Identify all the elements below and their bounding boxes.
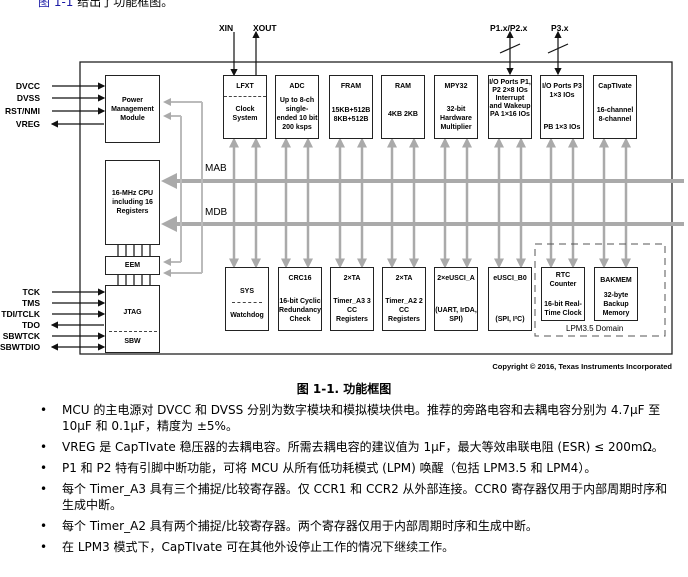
list-item: •每个 Timer_A2 具有两个捕捉/比较寄存器。两个寄存器仅用于内部周期时序… — [40, 519, 538, 533]
intro-text: 图 1-1 给出了功能框图。 — [38, 0, 173, 10]
chip-outline — [79, 61, 673, 355]
pin-sbwtck: SBWTCK — [2, 331, 40, 341]
pin-tdi-tclk: TDI/TCLK — [1, 309, 40, 319]
mdb-label: MDB — [205, 207, 228, 218]
block-io-p1p2: I/O Ports P1, P2 2×8 IOs Interrupt and W… — [488, 75, 532, 139]
list-item: •MCU 的主电源对 DVCC 和 DVSS 分别为数字模块和模拟模块供电。推荐… — [40, 403, 661, 433]
pin-p1p2: P1.x/P2.x — [490, 23, 528, 33]
pin-vreg: VREG — [15, 119, 40, 129]
pin-dvss: DVSS — [16, 93, 40, 103]
mab-label: MAB — [205, 163, 227, 174]
block-eem: EEM — [105, 256, 160, 275]
pin-xout: XOUT — [253, 23, 277, 33]
block-euscib: eUSCI_B0(SPI, I²C) — [488, 267, 532, 331]
list-item: •每个 Timer_A3 具有三个捕捉/比较寄存器。仅 CCR1 和 CCR2 … — [40, 482, 668, 512]
block-cpu: 16-MHz CPU including 16 Registers — [105, 160, 160, 245]
list-item: •P1 和 P2 特有引脚中断功能，可将 MCU 从所有低功耗模式 (LPM) … — [40, 461, 597, 475]
intro-rest: 给出了功能框图。 — [77, 0, 174, 9]
copyright: Copyright © 2016, Texas Instruments Inco… — [492, 362, 672, 371]
figure-caption: 图 1-1. 功能框图 — [296, 382, 392, 396]
pin-tdo: TDO — [22, 320, 40, 330]
pin-xin: XIN — [219, 23, 234, 33]
pin-sbwtdio: SBWTDIO — [0, 342, 41, 352]
block-pmm: Power Management Module — [105, 75, 160, 143]
lpm35-domain-label: LPM3.5 Domain — [566, 324, 624, 333]
pin-dvcc: DVCC — [15, 81, 40, 91]
pin-tms: TMS — [22, 298, 40, 308]
figure-ref-link[interactable]: 图 1-1 — [38, 0, 74, 9]
block-euscia: 2×eUSCI_A(UART, IrDA, SPI) — [434, 267, 478, 331]
notes-list: •MCU 的主电源对 DVCC 和 DVSS 分别为数字模块和模拟模块供电。推荐… — [38, 402, 678, 560]
list-item: •VREG 是 CapTIvate 稳压器的去耦电容。所需去耦电容的建议值为 1… — [40, 440, 664, 454]
pin-p3: P3.x — [551, 23, 569, 33]
list-item: •在 LPM3 模式下，CapTIvate 可在其他外设停止工作的情况下继续工作… — [40, 540, 455, 554]
pin-rst-nmi: RST/NMI — [5, 106, 40, 116]
pin-tck: TCK — [22, 287, 40, 297]
diagram-lines — [50, 30, 684, 355]
lpm35-domain-outline — [534, 243, 666, 337]
